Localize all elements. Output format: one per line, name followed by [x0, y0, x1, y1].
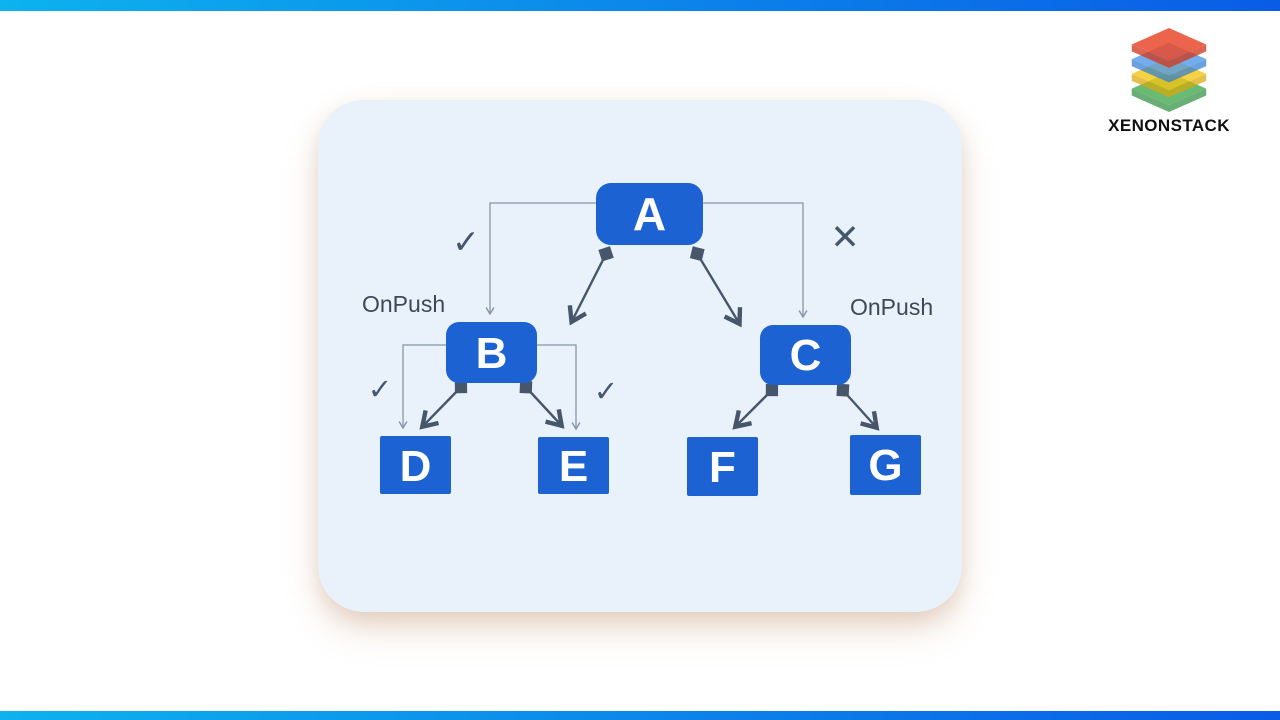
edge-b-d-thin: [398, 344, 446, 430]
node-b-label: B: [476, 329, 508, 378]
check-icon: ✓: [452, 222, 480, 261]
stack-logo-icon: [1131, 28, 1207, 112]
edge-a-b-thick: [567, 246, 614, 326]
node-c: C: [760, 325, 851, 385]
onpush-label-right: OnPush: [850, 294, 933, 320]
diagram-svg: A B C D E F G: [362, 183, 933, 496]
edge-b-e-thin: [537, 344, 581, 431]
edge-a-c-thick: [689, 246, 743, 328]
node-a-label: A: [633, 188, 666, 240]
node-g-label: G: [868, 441, 902, 490]
node-e-label: E: [559, 442, 588, 491]
check-icon: ✓: [594, 374, 618, 408]
node-f-label: F: [709, 443, 736, 492]
thin-edges: [398, 202, 808, 431]
edge-b-d-thick: [419, 380, 468, 430]
node-d-label: D: [400, 442, 432, 491]
node-g: G: [850, 435, 921, 495]
edge-a-c-thin: [703, 202, 808, 319]
thick-edges: [419, 246, 880, 431]
bottom-gradient-bar: [0, 711, 1280, 720]
node-e: E: [538, 437, 609, 494]
edge-c-f-thick: [732, 383, 779, 430]
node-b: B: [446, 322, 537, 383]
node-d: D: [380, 436, 451, 494]
brand-name: XENONSTACK: [1108, 116, 1230, 135]
brand: XENONSTACK: [1098, 28, 1240, 136]
diagram-panel: A B C D E F G: [318, 100, 962, 612]
node-a: A: [596, 183, 703, 245]
edge-c-g-thick: [836, 383, 880, 431]
logo-layer-red: [1131, 28, 1207, 68]
node-f: F: [687, 437, 758, 496]
edge-b-e-thick: [519, 380, 565, 429]
check-icon: ✓: [368, 372, 392, 406]
onpush-label-left: OnPush: [362, 291, 445, 317]
node-c-label: C: [790, 331, 822, 380]
cross-icon: ✕: [830, 218, 859, 258]
top-gradient-bar: [0, 0, 1280, 11]
edge-a-b-thin: [485, 202, 596, 316]
